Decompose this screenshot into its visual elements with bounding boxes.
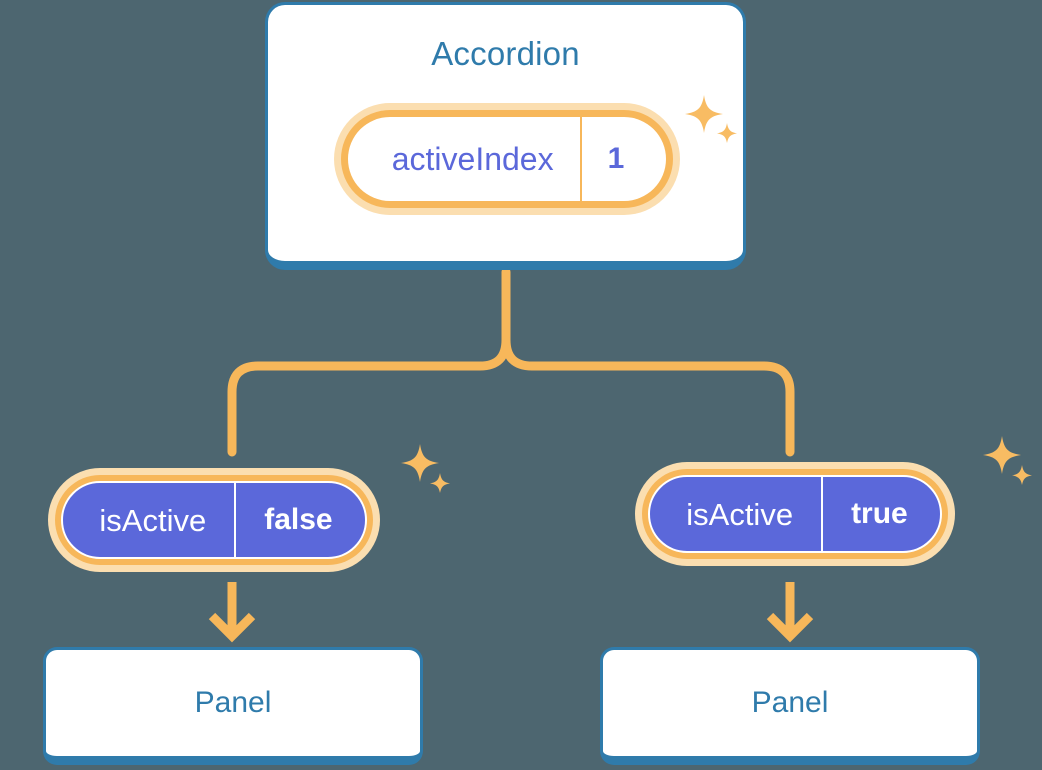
pill-outer-ring: isActive false [48,468,380,572]
accordion-component-card[interactable]: Accordion activeIndex 1 [265,2,746,270]
pill-inner-ring: isActive false [55,475,373,565]
prop-key-label: isActive [686,496,794,532]
state-value-label: 1 [607,142,625,175]
page-title: Accordion [431,35,580,72]
pill-divider [821,477,824,551]
panel-label: Panel [751,686,829,719]
arrow-down-icon [208,582,256,643]
prop-value-label: false [264,503,333,536]
pill-outer-ring: isActive true [635,462,955,566]
pill-body: isActive false [61,481,367,559]
pill-inner-ring: activeIndex 1 [340,110,674,208]
prop-pill-is-active-true[interactable]: isActive true [602,446,988,582]
prop-pill-is-active-false[interactable]: isActive false [14,452,414,588]
pill-body: activeIndex 1 [347,117,667,201]
arrow-down-icon [766,582,814,643]
pill-outer-ring: activeIndex 1 [333,103,681,215]
panel-component-card-left[interactable]: Panel [43,647,423,765]
pill-body: isActive true [648,475,942,553]
panel-label: Panel [194,686,272,719]
state-pill-active-index[interactable]: activeIndex 1 [310,101,704,217]
prop-value-label: true [851,497,908,530]
pill-divider [234,483,237,557]
prop-key-label: isActive [99,502,207,538]
pill-inner-ring: isActive true [642,469,948,559]
panel-component-card-right[interactable]: Panel [600,647,980,765]
pill-divider [579,117,582,201]
state-key-label: activeIndex [391,141,554,177]
